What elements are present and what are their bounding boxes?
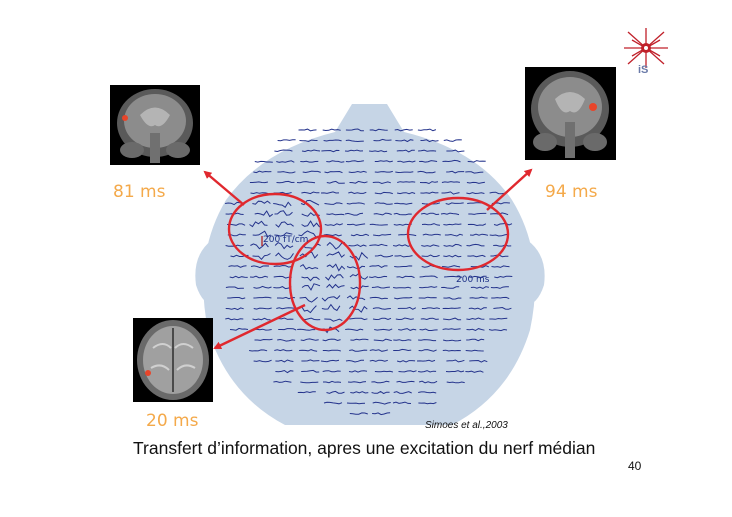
latency-label-20: 20 ms [146, 411, 198, 431]
slide-caption: Transfert d’information, apres une excit… [133, 438, 595, 459]
amplitude-scale-label: 200 fT/cm [263, 235, 308, 245]
latency-label-81: 81 ms [113, 182, 165, 202]
citation: Simoes et al.,2003 [425, 420, 508, 431]
mri-axial [133, 318, 213, 402]
sensor-trace [299, 129, 317, 131]
activation-spot [122, 115, 128, 121]
sensor-trace [347, 403, 365, 404]
sensor-trace [255, 161, 273, 162]
sensor-trace [418, 129, 436, 131]
sensor-trace [444, 140, 462, 142]
activation-spot [145, 370, 151, 376]
mri-coronal-right [525, 67, 616, 160]
sensor-trace [278, 140, 296, 141]
activation-spot [589, 103, 597, 111]
page-number: 40 [628, 459, 641, 473]
mri-coronal-left [110, 85, 200, 165]
lab-logo [624, 28, 668, 68]
latency-label-94: 94 ms [545, 182, 597, 202]
time-scale-label: 200 ms [456, 275, 490, 285]
logo-text: iS [638, 64, 648, 76]
